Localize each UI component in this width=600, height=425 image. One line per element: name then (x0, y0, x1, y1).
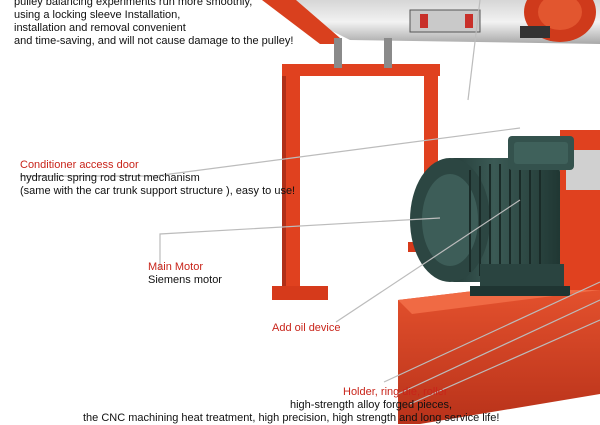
intro-line-3: installation and removal convenient (14, 22, 186, 34)
intro-line-2: using a locking sleeve Installation, (14, 9, 181, 21)
main-motor (410, 136, 574, 296)
oil-title: Add oil device (272, 322, 341, 334)
motor-title: Main Motor (148, 261, 204, 273)
holder-line-1: high-strength alloy forged pieces, (290, 399, 453, 411)
intro-line-4: and time-saving, and will not cause dama… (14, 35, 294, 47)
support-frame (272, 38, 440, 300)
conditioner-line-1: hydraulic spring rod strut mechanism (20, 172, 200, 184)
intro-line-1: pulley balancing experiments run more sm… (14, 0, 253, 8)
holder-title: Holder, ring die, roller (343, 386, 448, 398)
conditioner-title: Conditioner access door (20, 159, 139, 171)
motor-desc: Siemens motor (148, 274, 222, 286)
conditioner-drum (262, 0, 600, 44)
conditioner-line-2: (same with the car trunk support structu… (20, 185, 296, 197)
holder-line-2: the CNC machining heat treatment, high p… (83, 412, 500, 424)
leader-lines (20, 0, 600, 405)
